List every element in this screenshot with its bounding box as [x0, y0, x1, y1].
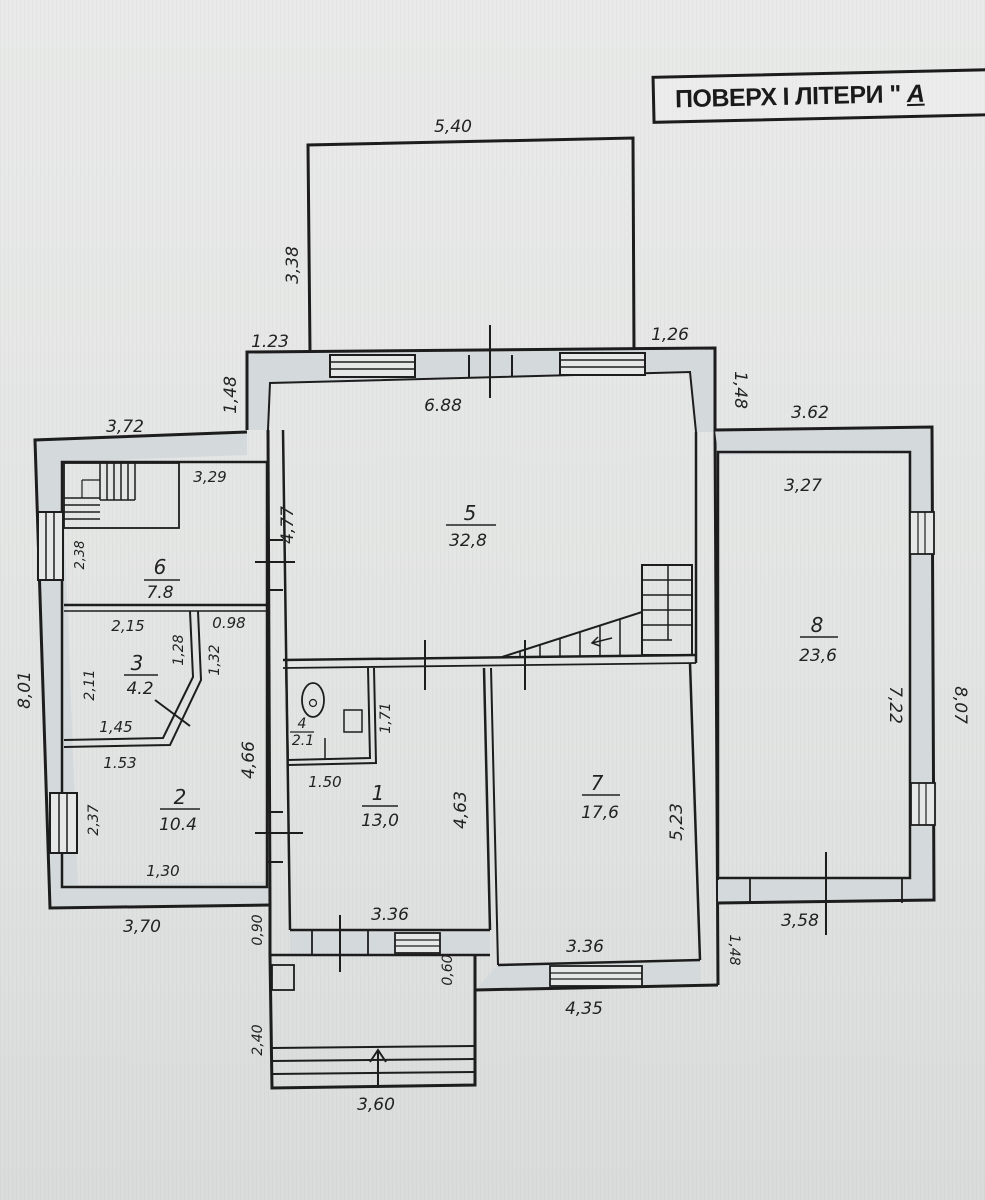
svg-text:1,48: 1,48 [221, 376, 241, 414]
svg-text:0,60: 0,60 [440, 954, 456, 985]
svg-text:10.4: 10.4 [159, 815, 197, 835]
left-wing-walls [33, 429, 303, 931]
dimension-labels: 5,40 3,38 1.23 1,26 1,48 1,48 6.88 4,77 … [15, 117, 970, 1115]
svg-text:2,40: 2,40 [250, 1024, 266, 1055]
porch [268, 954, 477, 1090]
svg-text:5,40: 5,40 [434, 117, 472, 137]
svg-text:3,58: 3,58 [781, 911, 819, 931]
room-label-8: 8 23,6 [799, 613, 838, 666]
svg-text:3,29: 3,29 [193, 468, 226, 486]
svg-text:1,28: 1,28 [171, 634, 187, 665]
svg-text:4: 4 [298, 716, 307, 732]
svg-text:1.23: 1.23 [251, 332, 289, 352]
svg-text:1,30: 1,30 [146, 862, 179, 880]
svg-text:3,27: 3,27 [784, 476, 822, 496]
svg-text:2,37: 2,37 [86, 804, 102, 835]
svg-text:0.98: 0.98 [212, 614, 245, 632]
svg-text:2,38: 2,38 [73, 541, 88, 570]
svg-text:7: 7 [591, 771, 604, 795]
svg-text:6.88: 6.88 [424, 396, 462, 416]
room-label-7: 7 17,6 [581, 771, 620, 823]
right-wing-walls [714, 425, 936, 935]
svg-text:2,15: 2,15 [111, 617, 144, 635]
svg-text:5: 5 [464, 501, 477, 525]
svg-text:3,70: 3,70 [123, 917, 161, 937]
svg-text:6: 6 [154, 555, 167, 579]
svg-text:2: 2 [174, 785, 187, 809]
top-window-left [329, 354, 416, 378]
svg-text:1,71: 1,71 [378, 702, 394, 733]
svg-text:17,6: 17,6 [581, 803, 619, 823]
svg-text:1,26: 1,26 [651, 325, 689, 345]
svg-text:0,90: 0,90 [250, 914, 266, 945]
svg-text:3.36: 3.36 [371, 905, 409, 925]
svg-text:1.53: 1.53 [103, 754, 136, 772]
top-door [468, 325, 513, 398]
svg-text:4.2: 4.2 [126, 679, 153, 699]
room-label-5: 5 32,8 [446, 501, 496, 551]
svg-text:4,66: 4,66 [239, 741, 259, 779]
svg-text:4,63: 4,63 [451, 791, 471, 829]
svg-text:1: 1 [372, 781, 385, 805]
svg-text:13,0: 13,0 [361, 811, 399, 831]
terrace-outline [306, 136, 636, 353]
svg-text:3,60: 3,60 [357, 1095, 395, 1115]
central-partitions [282, 564, 697, 966]
svg-text:8,07: 8,07 [950, 686, 970, 724]
svg-text:8,01: 8,01 [15, 671, 35, 709]
svg-text:2,11: 2,11 [82, 669, 98, 700]
svg-text:3.36: 3.36 [566, 937, 604, 957]
svg-text:8: 8 [811, 613, 824, 637]
svg-text:7.8: 7.8 [146, 583, 173, 603]
svg-text:1,48: 1,48 [726, 934, 742, 965]
svg-text:2.1: 2.1 [292, 733, 314, 749]
room-label-4: 4 2.1 [290, 716, 314, 749]
svg-text:1,45: 1,45 [99, 718, 132, 736]
svg-text:4,35: 4,35 [565, 999, 603, 1019]
svg-text:3,38: 3,38 [283, 246, 303, 284]
room-labels: 1 13,0 2 10.4 3 4.2 4 2.1 5 32,8 6 7.8 [124, 501, 838, 835]
room-label-6: 6 7.8 [144, 555, 180, 603]
lower-walls [268, 429, 720, 992]
svg-text:4,77: 4,77 [278, 506, 298, 544]
svg-text:23,6: 23,6 [799, 646, 837, 666]
svg-text:1,32: 1,32 [207, 644, 223, 675]
room-label-2: 2 10.4 [159, 785, 200, 835]
svg-text:3,72: 3,72 [106, 417, 144, 437]
svg-text:5,23: 5,23 [667, 803, 687, 841]
svg-text:3.62: 3.62 [791, 403, 829, 423]
svg-text:1.50: 1.50 [308, 773, 341, 791]
svg-text:1,48: 1,48 [730, 371, 750, 409]
room-label-1: 1 13,0 [361, 781, 399, 831]
svg-text:3: 3 [131, 651, 144, 675]
svg-text:7,22: 7,22 [885, 686, 905, 724]
top-window-right [559, 352, 646, 376]
svg-text:32,8: 32,8 [449, 531, 487, 551]
room-label-3: 3 4.2 [124, 651, 158, 699]
